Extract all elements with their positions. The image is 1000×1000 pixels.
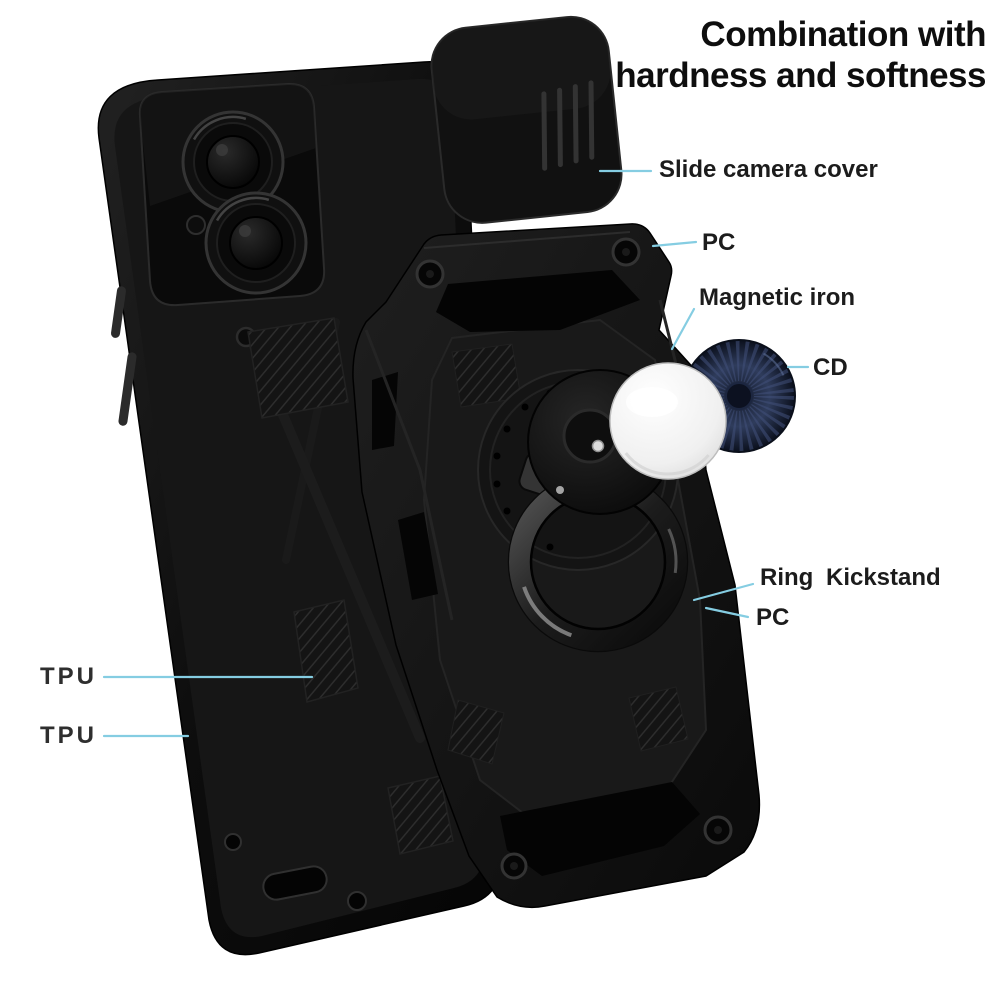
slide-cover-grip-slats xyxy=(541,80,595,171)
label-tpu-bottom: TPU xyxy=(40,722,97,749)
camera-lens-2 xyxy=(204,191,308,295)
label-magnetic-iron: Magnetic iron xyxy=(699,284,856,311)
label-pc-top: PC xyxy=(702,229,736,256)
charging-port xyxy=(262,865,328,901)
armor-screws xyxy=(415,237,733,880)
title-line-1: Combination with xyxy=(700,15,986,54)
camera-flash xyxy=(186,215,206,235)
label-slide-camera-cover: Slide camera cover xyxy=(659,156,878,183)
label-pc-bottom: PC xyxy=(756,604,790,631)
label-ring-kickstand: Ring Kickstand xyxy=(760,564,941,591)
slide-camera-cover-part xyxy=(430,15,623,224)
tpu-texture-patch-3 xyxy=(387,775,454,855)
callout-lines xyxy=(102,169,810,738)
speaker-hole-left xyxy=(224,833,242,851)
label-cd: CD xyxy=(813,354,848,381)
camera-lens-1 xyxy=(181,110,285,214)
armor-slot-left-2 xyxy=(398,512,438,600)
side-button-top xyxy=(111,286,126,338)
armor-texture-patch-2 xyxy=(447,699,505,765)
disc-screw xyxy=(591,439,605,453)
armor-window-top xyxy=(436,270,640,332)
callout-line-ring-kickstand xyxy=(692,582,755,602)
armor-texture-patch-3 xyxy=(628,686,689,752)
page-title: Combination with hardness and softness xyxy=(615,14,986,96)
magnetic-iron-disc xyxy=(609,362,727,480)
tpu-texture-patch-1 xyxy=(247,317,349,419)
title-line-2: hardness and softness xyxy=(615,56,986,95)
callout-line-pc-bottom xyxy=(704,606,750,619)
ring-rotating-disc xyxy=(527,369,673,515)
speaker-hole-right xyxy=(347,891,367,911)
callout-line-pc-top xyxy=(651,240,698,248)
armor-window-bottom xyxy=(500,782,700,876)
armor-slot-left-1 xyxy=(372,372,398,450)
camera-module xyxy=(138,82,326,307)
callout-line-magnetic-iron xyxy=(670,307,696,351)
label-tpu-top: TPU xyxy=(40,663,97,690)
side-button-bottom xyxy=(118,352,137,426)
